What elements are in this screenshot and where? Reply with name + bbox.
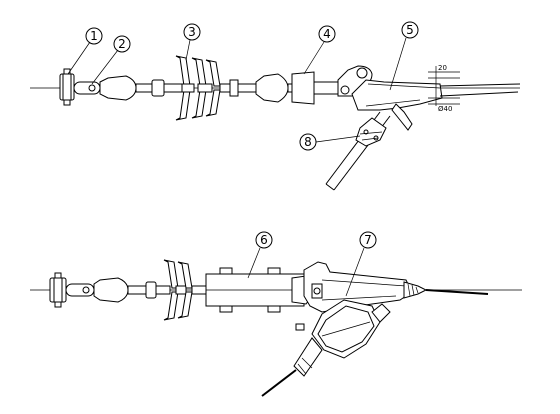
dimension-20-label: 20 bbox=[438, 64, 447, 72]
lower-conductor bbox=[425, 289, 489, 295]
lower-jumper-clamp bbox=[261, 299, 391, 397]
upper-tongue-pin bbox=[340, 85, 350, 95]
callout-8: 8 bbox=[304, 135, 312, 149]
callout-8-circle bbox=[299, 133, 317, 151]
upper-socket-fitting bbox=[255, 73, 289, 103]
dimension-phi40-label: Ø40 bbox=[438, 105, 452, 113]
callout-4-circle bbox=[318, 25, 336, 43]
upper-shed-stack bbox=[151, 55, 257, 121]
upper-conductor-2 bbox=[439, 91, 519, 97]
lower-sleeve-body bbox=[205, 267, 313, 331]
callout-6-circle bbox=[255, 231, 273, 249]
callout-2-circle bbox=[113, 35, 131, 53]
lower-shed-stack bbox=[145, 259, 207, 321]
upper-conductor-1 bbox=[439, 83, 521, 87]
callout-3: 3 bbox=[188, 25, 196, 39]
lower-clamp-body bbox=[303, 261, 428, 313]
lower-assembly bbox=[30, 259, 522, 397]
upper-assembly: 20 Ø40 bbox=[30, 55, 521, 191]
callout-5-circle bbox=[401, 21, 419, 39]
upper-jumper-clamp bbox=[325, 111, 391, 191]
callouts: 1 2 3 4 5 6 7 8 bbox=[67, 21, 419, 297]
upper-end-fitting bbox=[99, 75, 137, 101]
callout-4: 4 bbox=[323, 27, 331, 41]
callout-7-circle bbox=[359, 231, 377, 249]
callout-5: 5 bbox=[406, 23, 414, 37]
upper-eye-link bbox=[73, 81, 101, 95]
upper-neck bbox=[135, 83, 153, 93]
upper-strain-clamp bbox=[351, 79, 443, 131]
upper-clevis bbox=[59, 68, 75, 106]
callout-2: 2 bbox=[118, 37, 126, 51]
callout-3-circle bbox=[183, 23, 201, 41]
callout-6: 6 bbox=[260, 233, 268, 247]
lower-neck bbox=[127, 285, 147, 295]
upper-dimension-marks: 20 Ø40 bbox=[428, 64, 460, 113]
upper-tongue-hole bbox=[356, 67, 368, 79]
upper-sleeve-neck bbox=[313, 81, 339, 95]
lower-clevis bbox=[49, 272, 67, 308]
upper-sleeve bbox=[291, 71, 315, 105]
lower-end-fitting bbox=[93, 277, 129, 303]
lower-eye-link bbox=[65, 283, 95, 297]
callout-1-circle bbox=[85, 27, 103, 45]
callout-7: 7 bbox=[364, 233, 372, 247]
callout-1: 1 bbox=[90, 29, 98, 43]
